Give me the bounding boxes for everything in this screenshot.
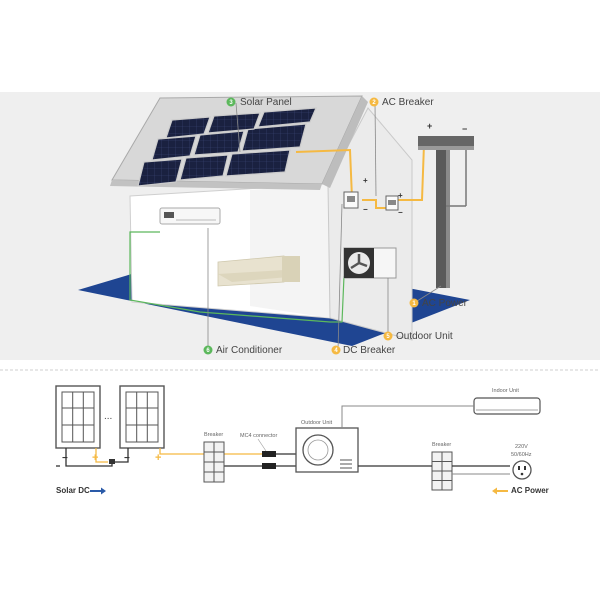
breaker-right-label: Breaker <box>432 442 451 448</box>
voltage-label: 220V <box>515 444 528 450</box>
callout-number: 1 <box>412 301 416 307</box>
mc4-plug-bottom <box>262 463 276 469</box>
indoor-ac-unit <box>159 207 221 225</box>
utility-pole <box>418 136 474 288</box>
panel2-minus: − <box>124 453 130 464</box>
outdoor-ac-unit <box>343 247 397 279</box>
ac-minus-sign: − <box>398 208 403 217</box>
green-wire <box>129 231 345 323</box>
callout-ac-power: 1 AC Power <box>409 298 468 309</box>
callout-number: 6 <box>206 348 210 354</box>
callout-number: 5 <box>386 334 390 340</box>
solar-dc-arrow <box>90 487 106 495</box>
house-gable-wall <box>327 107 413 341</box>
callout-number: 4 <box>334 348 338 354</box>
schematic-indoor-unit <box>473 397 541 415</box>
panel-ellipsis: ... <box>104 411 112 422</box>
panel1-plus: + <box>92 452 98 464</box>
solar-dc-label: Solar DC <box>56 486 90 495</box>
roof-edge <box>322 96 368 188</box>
callout-lines <box>207 102 442 351</box>
dc-breaker-box <box>343 191 359 209</box>
frequency-label: 50/60Hz <box>511 452 532 458</box>
pole-plus-sign: + <box>427 121 432 131</box>
dc-wire-yellow <box>295 148 353 199</box>
pole-minus-sign: − <box>462 124 467 134</box>
ac-plus-sign: + <box>398 191 403 200</box>
mc4-to-outdoor <box>276 453 296 467</box>
callout-label: AC Power <box>422 298 468 309</box>
callout-label: Solar Panel <box>240 97 292 108</box>
dc-minus-sign: − <box>363 205 368 214</box>
ac-power-label: AC Power <box>511 486 549 495</box>
dc-plus-sign: + <box>363 176 368 185</box>
schematic-solar-panel-2 <box>119 385 165 449</box>
mc4-plug-top <box>262 451 276 457</box>
outdoor-unit-label: Outdoor Unit <box>301 420 333 426</box>
house-interior-shadow <box>250 184 330 318</box>
ac-power-arrow <box>492 487 508 495</box>
indoor-unit-label: Indoor Unit <box>492 388 519 394</box>
inline-connector <box>109 459 115 464</box>
mc4-leader <box>257 438 267 452</box>
breaker-left-label: Breaker <box>204 432 223 438</box>
panel1-minus: − <box>62 453 68 464</box>
callout-label: Outdoor Unit <box>396 331 453 342</box>
ac-wire-yellow <box>362 143 425 209</box>
callout-dc-breaker: 4 DC Breaker <box>331 345 396 356</box>
callout-solar-panel: 3 Solar Panel <box>226 97 292 108</box>
schematic-breaker-right <box>431 451 453 491</box>
callout-label: Air Conditioner <box>216 345 283 356</box>
callout-number: 3 <box>229 100 233 106</box>
callout-air-conditioner: 6 Air Conditioner <box>203 345 283 356</box>
schematic-breaker-left <box>203 441 225 483</box>
schematic-solar-panel-1 <box>55 385 101 449</box>
callout-outdoor-unit: 5 Outdoor Unit <box>383 331 453 342</box>
callout-ac-breaker: 2 AC Breaker <box>369 97 434 108</box>
schematic-outdoor-unit <box>295 427 359 473</box>
roof-solar-panels <box>137 107 317 187</box>
callout-number: 2 <box>372 100 376 106</box>
mc4-label: MC4 connector <box>240 433 277 439</box>
panel2-plus: + <box>155 452 161 464</box>
power-outlet-icon <box>512 460 532 480</box>
callout-label: DC Breaker <box>343 345 396 356</box>
callout-label: AC Breaker <box>382 97 434 108</box>
indoor-link-wire <box>341 405 474 428</box>
ac-breaker-box <box>385 195 399 211</box>
sofa <box>217 255 300 287</box>
